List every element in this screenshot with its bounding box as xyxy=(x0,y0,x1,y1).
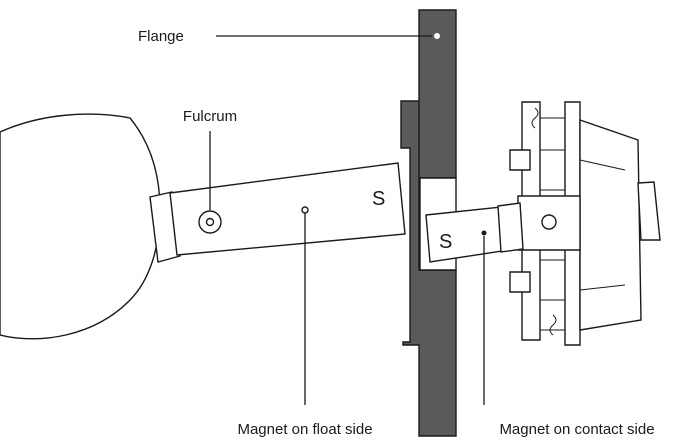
float-body xyxy=(0,113,161,340)
contact-frame-top xyxy=(540,117,626,191)
float-magnet-pole: S xyxy=(372,188,385,210)
float-arm: S xyxy=(149,162,406,263)
contact-pivot xyxy=(541,214,557,230)
flange-label: Flange xyxy=(138,28,184,45)
contact-housing-tab xyxy=(637,181,661,241)
contact-magnet-label: Magnet on contact side xyxy=(499,421,654,438)
contact-housing xyxy=(579,119,642,331)
contact-block-top xyxy=(509,149,531,171)
flange-dot xyxy=(434,33,440,39)
fulcrum-label: Fulcrum xyxy=(183,108,237,125)
contact-spring-top xyxy=(531,107,539,129)
fulcrum-pin xyxy=(205,217,215,227)
float-magnet-label: Magnet on float side xyxy=(237,421,372,438)
contact-magnet-pole: S xyxy=(439,231,452,253)
float-lever xyxy=(169,162,406,256)
contact-magnet-arm: S xyxy=(425,202,524,263)
contact-block-bottom xyxy=(509,271,531,293)
float-magnet-marker xyxy=(301,206,309,214)
contact-lever-collar xyxy=(497,202,524,253)
contact-frame-bottom xyxy=(540,259,626,331)
contact-assembly xyxy=(509,101,661,346)
contact-magnet-marker xyxy=(481,230,487,236)
contact-spring-bottom xyxy=(549,314,557,336)
